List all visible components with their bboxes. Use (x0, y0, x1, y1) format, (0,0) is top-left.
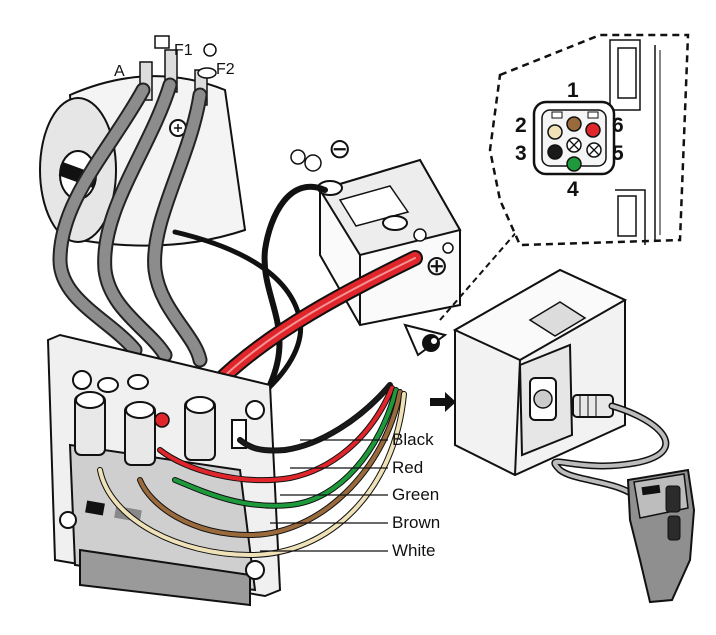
connector-pin-labels: 1 2 3 4 5 6 (515, 79, 624, 201)
pin-6-number: 6 (612, 114, 624, 137)
remote-receptacle (452, 268, 628, 477)
pin-2-dot (547, 124, 563, 140)
battery-positive-symbol: ⊕ (425, 250, 448, 281)
handheld-remote (626, 468, 696, 604)
remote-cable (551, 402, 670, 504)
red-wire (158, 386, 394, 483)
pin-4-number: 4 (567, 178, 579, 201)
control-wires (97, 382, 407, 559)
plug-in-arrow (430, 392, 456, 412)
view-indicator-eye (403, 323, 448, 357)
pin-5-number: 5 (612, 142, 624, 165)
contactor-box (46, 333, 282, 607)
pin-3-number: 3 (515, 142, 527, 165)
remote-plug (572, 394, 614, 418)
red-wire-label: Red (392, 458, 423, 477)
battery: ⊖ ⊕ (290, 133, 462, 327)
brown-wire-label: Brown (392, 513, 440, 532)
battery-positive-cable (207, 250, 423, 393)
battery-negative-symbol: ⊖ (328, 133, 351, 164)
white-wire-label: White (392, 541, 435, 560)
terminal-f2-label: F2 (216, 61, 235, 78)
brown-wire (138, 390, 402, 538)
connector-detail-inset (488, 33, 690, 247)
pin-2-number: 2 (515, 114, 527, 137)
motor-terminal-labels: A F1 F2 (114, 42, 235, 80)
green-wire (173, 388, 398, 508)
motor-cables (52, 77, 208, 368)
contactor-posts (74, 374, 247, 466)
green-wire-label: Green (392, 485, 439, 504)
pin-6-dot (585, 122, 601, 138)
black-wire (238, 383, 392, 453)
pin-4-dot (566, 156, 582, 172)
terminal-f1-label: F1 (174, 42, 193, 59)
pin-1-number: 1 (567, 79, 579, 102)
black-wire-label: Black (392, 430, 434, 449)
connector-pins (547, 116, 601, 172)
pin-1-dot (566, 116, 582, 132)
terminal-a-label: A (114, 63, 125, 80)
white-wire (98, 392, 406, 558)
pin-3-dot (547, 144, 563, 160)
